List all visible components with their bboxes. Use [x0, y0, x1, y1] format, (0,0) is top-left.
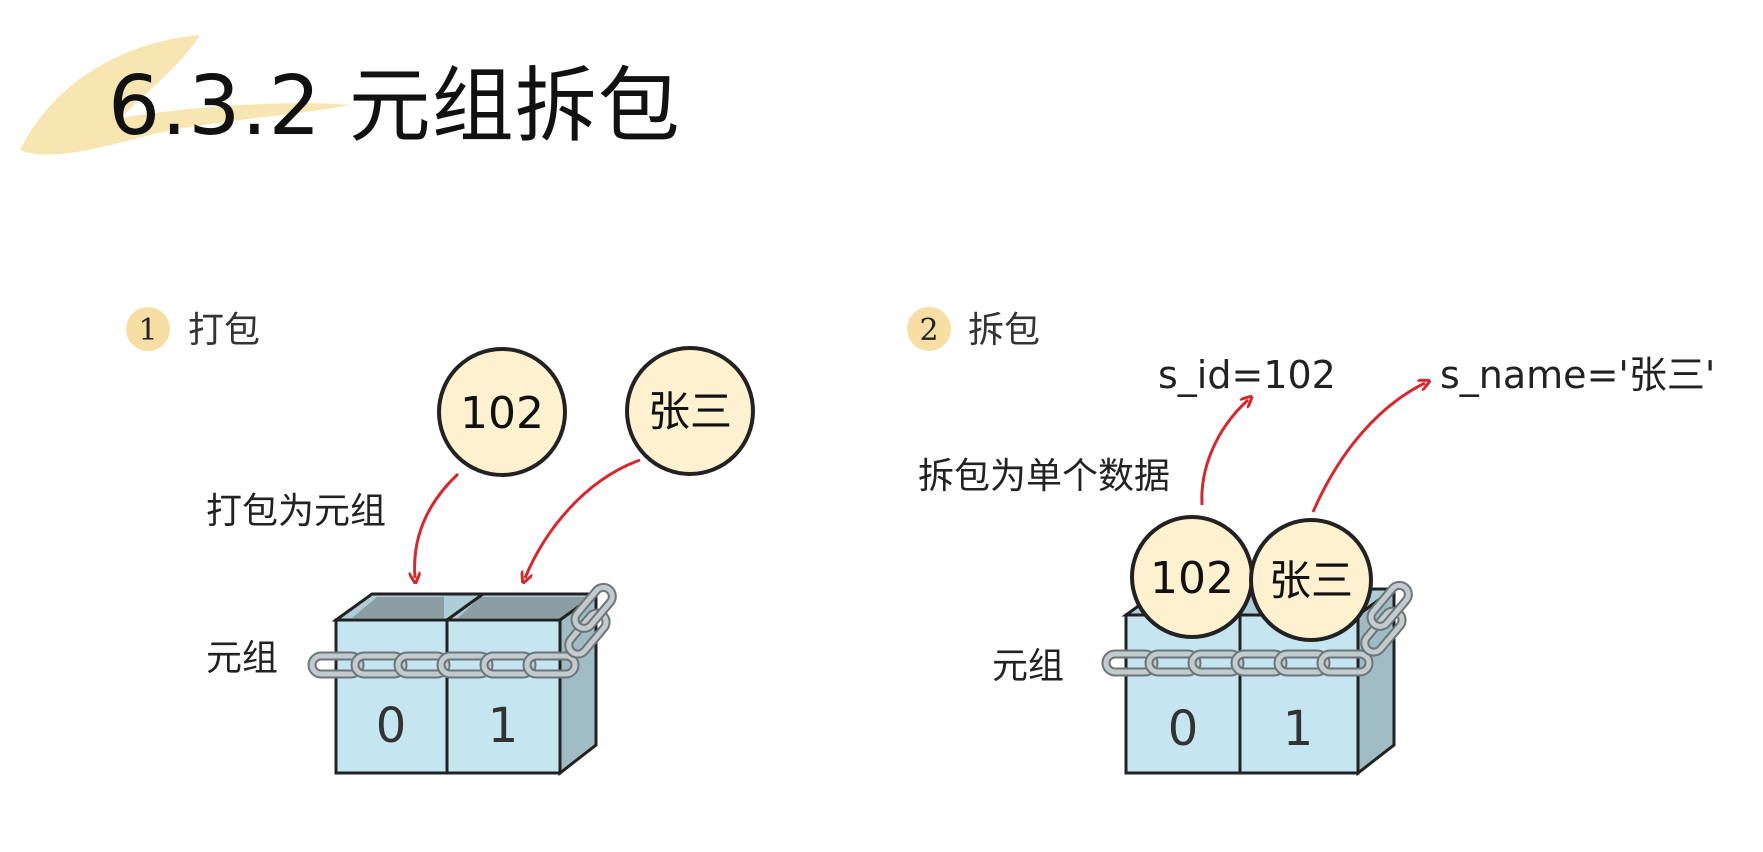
unpack-ball-id-text: 102: [1150, 553, 1234, 604]
unpack-ball-name-text: 张三: [1269, 556, 1353, 605]
step-one-number: 1: [138, 313, 157, 348]
unpack-index-1: 1: [1283, 701, 1314, 757]
unpack-arrow-name: [1311, 383, 1425, 513]
unpack-annotation: 拆包为单个数据: [918, 456, 1170, 497]
unpack-var-name: s_name='张三': [1440, 353, 1715, 397]
pack-arrow-id: [415, 472, 460, 578]
pack-index-1: 1: [488, 698, 519, 754]
step-two-marker: 2: [907, 307, 951, 351]
step-one-label: 打包: [188, 310, 260, 351]
pack-value-ball-id: 102: [437, 347, 567, 477]
unpack-value-ball-name: 张三: [1249, 518, 1373, 642]
title-highlight-brush: [20, 35, 350, 155]
pack-ball-name-text: 张三: [648, 387, 732, 436]
pack-ball-id-text: 102: [460, 388, 544, 439]
pack-tuple-label: 元组: [206, 638, 278, 679]
pack-arrow-name: [525, 458, 641, 578]
pack-tuple-box: 0 1: [331, 591, 601, 777]
pack-value-ball-name: 张三: [625, 346, 755, 476]
unpack-var-id: s_id=102: [1158, 353, 1336, 397]
unpack-index-0: 0: [1168, 701, 1199, 757]
step-two-label: 拆包: [968, 310, 1040, 351]
pack-index-0: 0: [376, 698, 407, 754]
step-two-number: 2: [919, 313, 938, 348]
unpack-arrow-id: [1200, 400, 1248, 506]
page-title: 6.3.2 元组拆包: [108, 59, 681, 154]
unpack-tuple-label: 元组: [992, 646, 1064, 687]
pack-annotation: 打包为元组: [206, 491, 386, 532]
unpack-value-ball-id: 102: [1130, 515, 1254, 639]
step-one-marker: 1: [126, 307, 170, 351]
